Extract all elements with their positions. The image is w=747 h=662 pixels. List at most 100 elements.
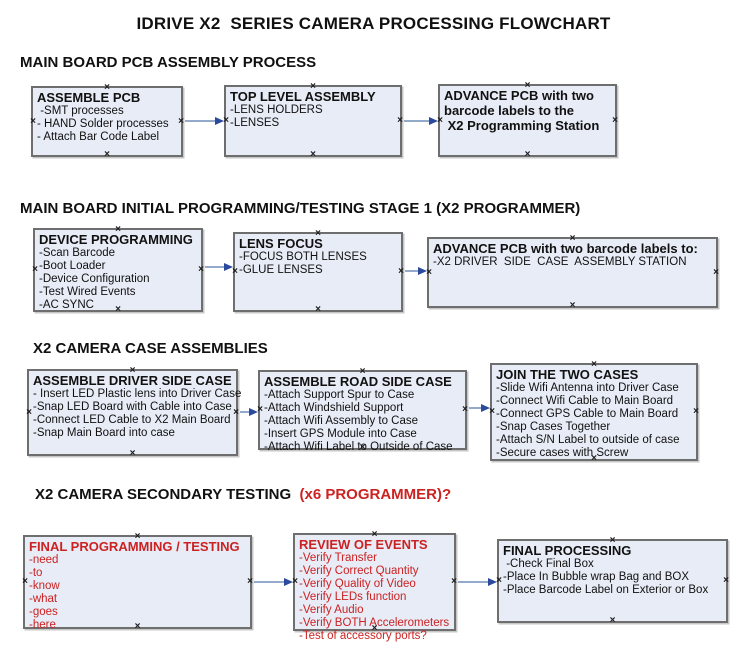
box-line: -here [29, 619, 56, 631]
flow-box: FINAL PROCESSING -Check Final Box-Place … [496, 536, 729, 626]
box-line: -Place Barcode Label on Exterior or Box [503, 584, 709, 596]
box-line: -Boot Loader [39, 260, 106, 272]
connection-handle-icon: × [524, 149, 531, 160]
box-line: -Attach Wifi Assembly to Case [264, 415, 419, 427]
flow-box: DEVICE PROGRAMMING-Scan Barcode-Boot Loa… [32, 225, 204, 315]
section-heading: X2 CAMERA SECONDARY TESTING (x6 PROGRAMM… [35, 486, 451, 503]
arrow-head-icon [249, 408, 258, 416]
flow-box: FINAL PROGRAMMING / TESTING-need-to-know… [22, 532, 253, 632]
arrow-head-icon [429, 117, 438, 125]
section-heading: MAIN BOARD PCB ASSEMBLY PROCESS [20, 54, 316, 71]
connector-arrow [185, 116, 224, 126]
page-title: IDRIVE X2 SERIES CAMERA PROCESSING FLOWC… [136, 14, 611, 33]
box-line: -Verify Quality of Video [299, 578, 416, 590]
box-line: -need [29, 554, 59, 566]
box-line: -Insert GPS Module into Case [264, 428, 417, 440]
box-line: -Verify Transfer [299, 552, 377, 564]
connection-handle-icon: × [129, 448, 136, 459]
box-line: -Connect Wifi Cable to Main Board [496, 395, 674, 407]
box-line: -SMT processes [37, 105, 124, 117]
arrow-head-icon [481, 404, 490, 412]
box-line: -Device Configuration [39, 273, 150, 285]
box-line: -Place In Bubble wrap Bag and BOX [503, 571, 690, 583]
box-line: -Snap Main Board into case [33, 427, 175, 439]
flow-box: ADVANCE PCB with two barcode labels to:-… [426, 234, 719, 311]
box-line: -AC SYNC [39, 299, 94, 311]
arrow-head-icon [488, 578, 497, 586]
arrow-head-icon [418, 267, 427, 275]
flow-box: LENS FOCUS-FOCUS BOTH LENSES-GLUE LENSES… [232, 229, 404, 315]
section-heading-text: X2 CAMERA CASE ASSEMBLIES [33, 340, 268, 357]
connection-handle-icon: × [609, 615, 616, 626]
box-line: -Snap Cases Together [496, 421, 611, 433]
box-title: REVIEW OF EVENTS [299, 537, 428, 552]
connection-handle-icon: × [315, 304, 321, 315]
arrow-line [469, 407, 483, 409]
connector-arrow [458, 577, 497, 587]
arrow-head-icon [284, 578, 293, 586]
box-title: FINAL PROGRAMMING / TESTING [29, 539, 240, 554]
arrow-line [254, 581, 286, 583]
arrow-line [205, 266, 226, 268]
box-line: - Insert LED Plastic lens into Driver Ca… [33, 388, 242, 400]
box-title: LENS FOCUS [239, 236, 323, 251]
box-line: -Check Final Box [503, 558, 594, 570]
box-line: -Attach Support Spur to Case [264, 389, 415, 401]
box-line: -Connect LED Cable to X2 Main Board [33, 414, 231, 426]
box-title: ASSEMBLE DRIVER SIDE CASE [33, 373, 232, 388]
box-line: -goes [29, 606, 58, 618]
arrow-line [185, 120, 217, 122]
box-line: -Attach Windshield Support [264, 402, 404, 414]
box-line: -GLUE LENSES [239, 264, 323, 276]
box-line: -what [29, 593, 58, 605]
flow-box: JOIN THE TWO CASES-Slide Wifi Antenna in… [489, 360, 699, 464]
box-line: -Snap LED Board with Cable into Case [33, 401, 232, 413]
box-line: -X2 DRIVER SIDE CASE ASSEMBLY STATION [433, 256, 687, 268]
connection-handle-icon: × [104, 149, 110, 160]
arrow-line [458, 581, 490, 583]
connector-arrow [254, 577, 293, 587]
box-line: -Secure cases with Screw [496, 447, 629, 459]
box-line: -Verify Audio [299, 604, 364, 616]
connector-arrow [205, 262, 233, 272]
connector-arrow [240, 407, 258, 417]
box-line: - Attach Bar Code Label [37, 131, 160, 143]
box-line: -know [29, 580, 60, 592]
arrow-line [405, 270, 420, 272]
section-heading-text: X2 CAMERA SECONDARY TESTING [35, 486, 296, 503]
box-title: FINAL PROCESSING [503, 543, 632, 558]
flow-box: TOP LEVEL ASSEMBLY-LENS HOLDERS-LENSES××… [223, 82, 403, 160]
box-title: ADVANCE PCB with two barcode labels to t… [444, 88, 600, 133]
section-heading: MAIN BOARD INITIAL PROGRAMMING/TESTING S… [20, 200, 580, 217]
connection-handle-icon: × [713, 266, 719, 278]
flow-box: ASSEMBLE DRIVER SIDE CASE- Insert LED Pl… [26, 366, 242, 459]
box-line: -LENS HOLDERS [230, 104, 323, 116]
connector-arrow [405, 266, 427, 276]
connector-arrow [404, 116, 438, 126]
arrow-head-icon [215, 117, 224, 125]
section-heading-text: MAIN BOARD PCB ASSEMBLY PROCESS [20, 54, 317, 71]
box-line: -Attach S/N Label to outside of case [496, 434, 680, 446]
box-line: -to [29, 567, 43, 579]
flow-box: ADVANCE PCB with two barcode labels to t… [437, 81, 618, 160]
arrow-head-icon [224, 263, 233, 271]
flow-box: REVIEW OF EVENTS-Verify Transfer -Verify … [292, 530, 457, 643]
box-title: ADVANCE PCB with two barcode labels to: [433, 241, 698, 256]
box-line: -LENSES [230, 117, 280, 129]
flow-box: ASSEMBLE PCB -SMT processes- HAND Solder… [30, 83, 184, 160]
box-line: -Connect GPS Cable to Main Board [496, 408, 679, 420]
section-heading-red-text: (x6 PROGRAMMER)? [295, 486, 452, 503]
box-line: -Verify BOTH Accelerometers [299, 617, 450, 629]
arrow-line [404, 120, 431, 122]
section-heading: X2 CAMERA CASE ASSEMBLIES [33, 340, 268, 357]
box-title: JOIN THE TWO CASES [496, 367, 639, 382]
box-line: - HAND Solder processes [37, 118, 169, 130]
connector-arrow [469, 403, 490, 413]
arrow-line [240, 411, 251, 413]
box-line: -Test of accessory ports? [299, 630, 427, 642]
section-heading-text: MAIN BOARD INITIAL PROGRAMMING/TESTING S… [20, 200, 581, 217]
flow-box: ASSEMBLE ROAD SIDE CASE-Attach Support S… [257, 367, 468, 454]
connection-handle-icon: × [310, 149, 316, 160]
box-line: -Attach Wifi Label to Outside of Case [264, 441, 453, 453]
box-line: -Test Wired Events [39, 286, 136, 298]
